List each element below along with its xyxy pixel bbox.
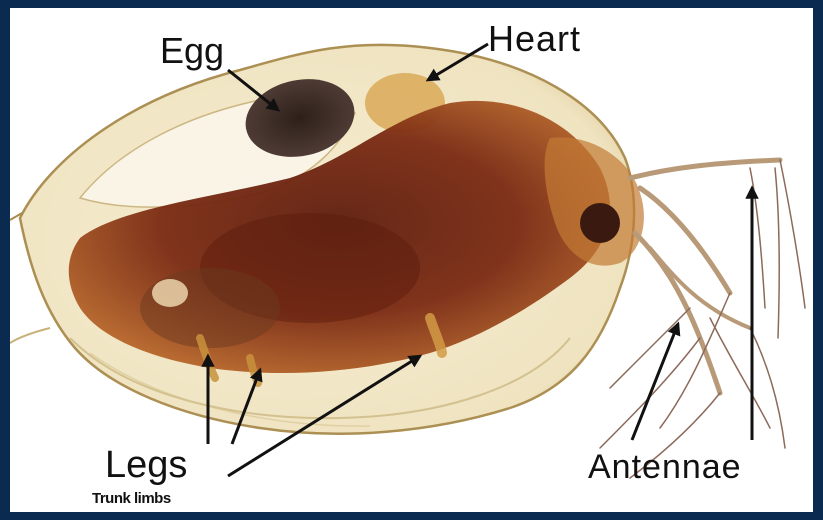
legs-label: Legs: [105, 444, 187, 487]
light-spot: [152, 279, 188, 307]
compound-eye: [580, 203, 620, 243]
egg-label: Egg: [160, 30, 224, 72]
heart-label: Heart: [488, 18, 581, 60]
antennae-label: Antennae: [588, 448, 742, 487]
diagram-panel: Egg Heart Legs Trunk limbs Antennae: [10, 8, 813, 512]
posterior-spine: [10, 328, 50, 343]
daphnia-illustration: [10, 8, 813, 512]
antennae-arrow-1: [632, 324, 678, 440]
midgut: [140, 268, 280, 348]
trunk-limbs-label: Trunk limbs: [92, 490, 171, 507]
